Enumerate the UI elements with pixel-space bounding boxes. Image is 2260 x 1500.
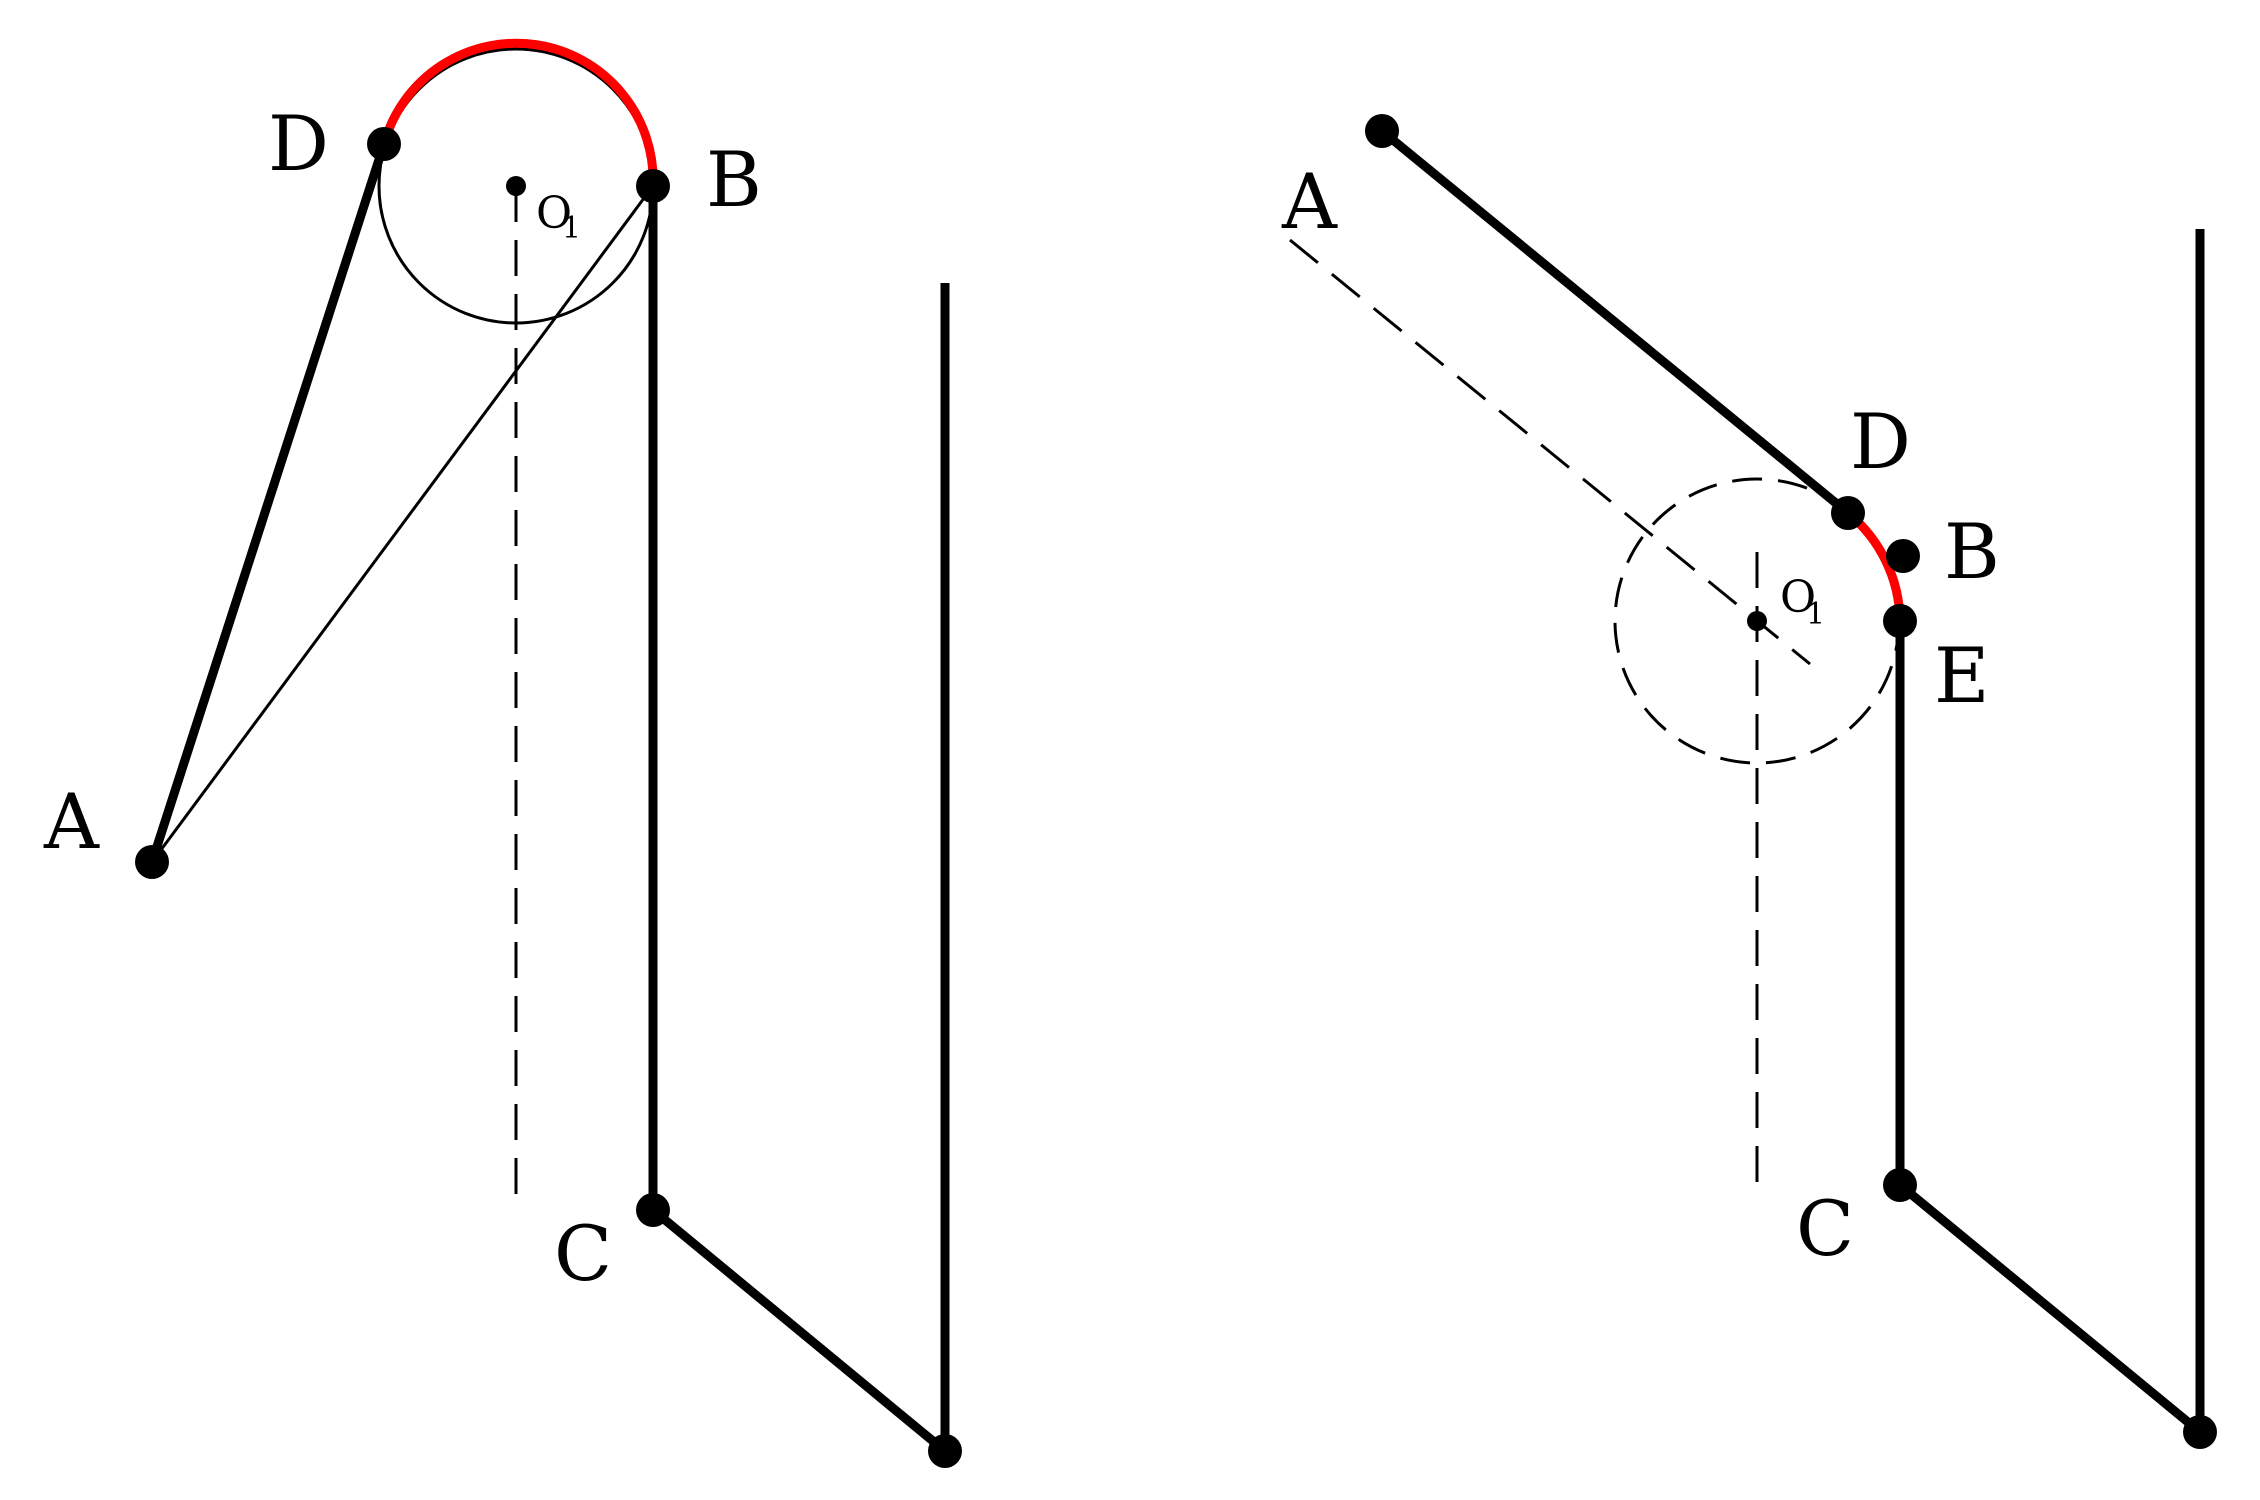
right-joint-foot	[2183, 1415, 2217, 1449]
right-bar-c-foot	[1897, 1181, 2203, 1436]
right-joint-c	[1883, 1168, 1917, 1202]
right-label-b: B	[1944, 507, 2000, 596]
right-label-o-sub: 1	[1806, 597, 1825, 632]
right-bar-ad	[1379, 127, 1851, 517]
left-joint-a	[135, 845, 169, 879]
right-joint-d	[1831, 496, 1865, 530]
right-label-c: C	[1796, 1184, 1854, 1273]
right-figure: A D B E C O 1	[1281, 114, 2217, 1449]
right-label-e: E	[1934, 631, 1989, 720]
left-bar-ad	[147, 142, 389, 864]
left-label-d: D	[268, 99, 329, 188]
left-label-o-sub: 1	[562, 211, 581, 246]
left-joint-c	[636, 1193, 670, 1227]
left-label-b: B	[706, 135, 762, 224]
left-bar-c-foot	[650, 1206, 948, 1455]
left-label-o: O	[536, 188, 572, 239]
right-label-a: A	[1281, 157, 1338, 246]
right-label-o: O	[1780, 572, 1816, 623]
right-dashed-line-ao	[1289, 238, 1811, 666]
right-label-d: D	[1850, 397, 1911, 486]
left-thin-line-ab	[150, 185, 655, 863]
right-center-o1	[1747, 611, 1767, 631]
left-joint-foot	[928, 1434, 962, 1468]
left-center-o1	[506, 176, 526, 196]
left-label-a: A	[43, 777, 100, 866]
left-figure: D B A C O 1	[43, 38, 962, 1468]
left-label-c: C	[554, 1209, 612, 1298]
right-joint-b	[1886, 539, 1920, 573]
right-joint-e	[1883, 604, 1917, 638]
right-joint-a	[1365, 114, 1399, 148]
left-joint-d	[367, 127, 401, 161]
left-joint-b	[636, 169, 670, 203]
left-red-arc	[379, 38, 658, 187]
